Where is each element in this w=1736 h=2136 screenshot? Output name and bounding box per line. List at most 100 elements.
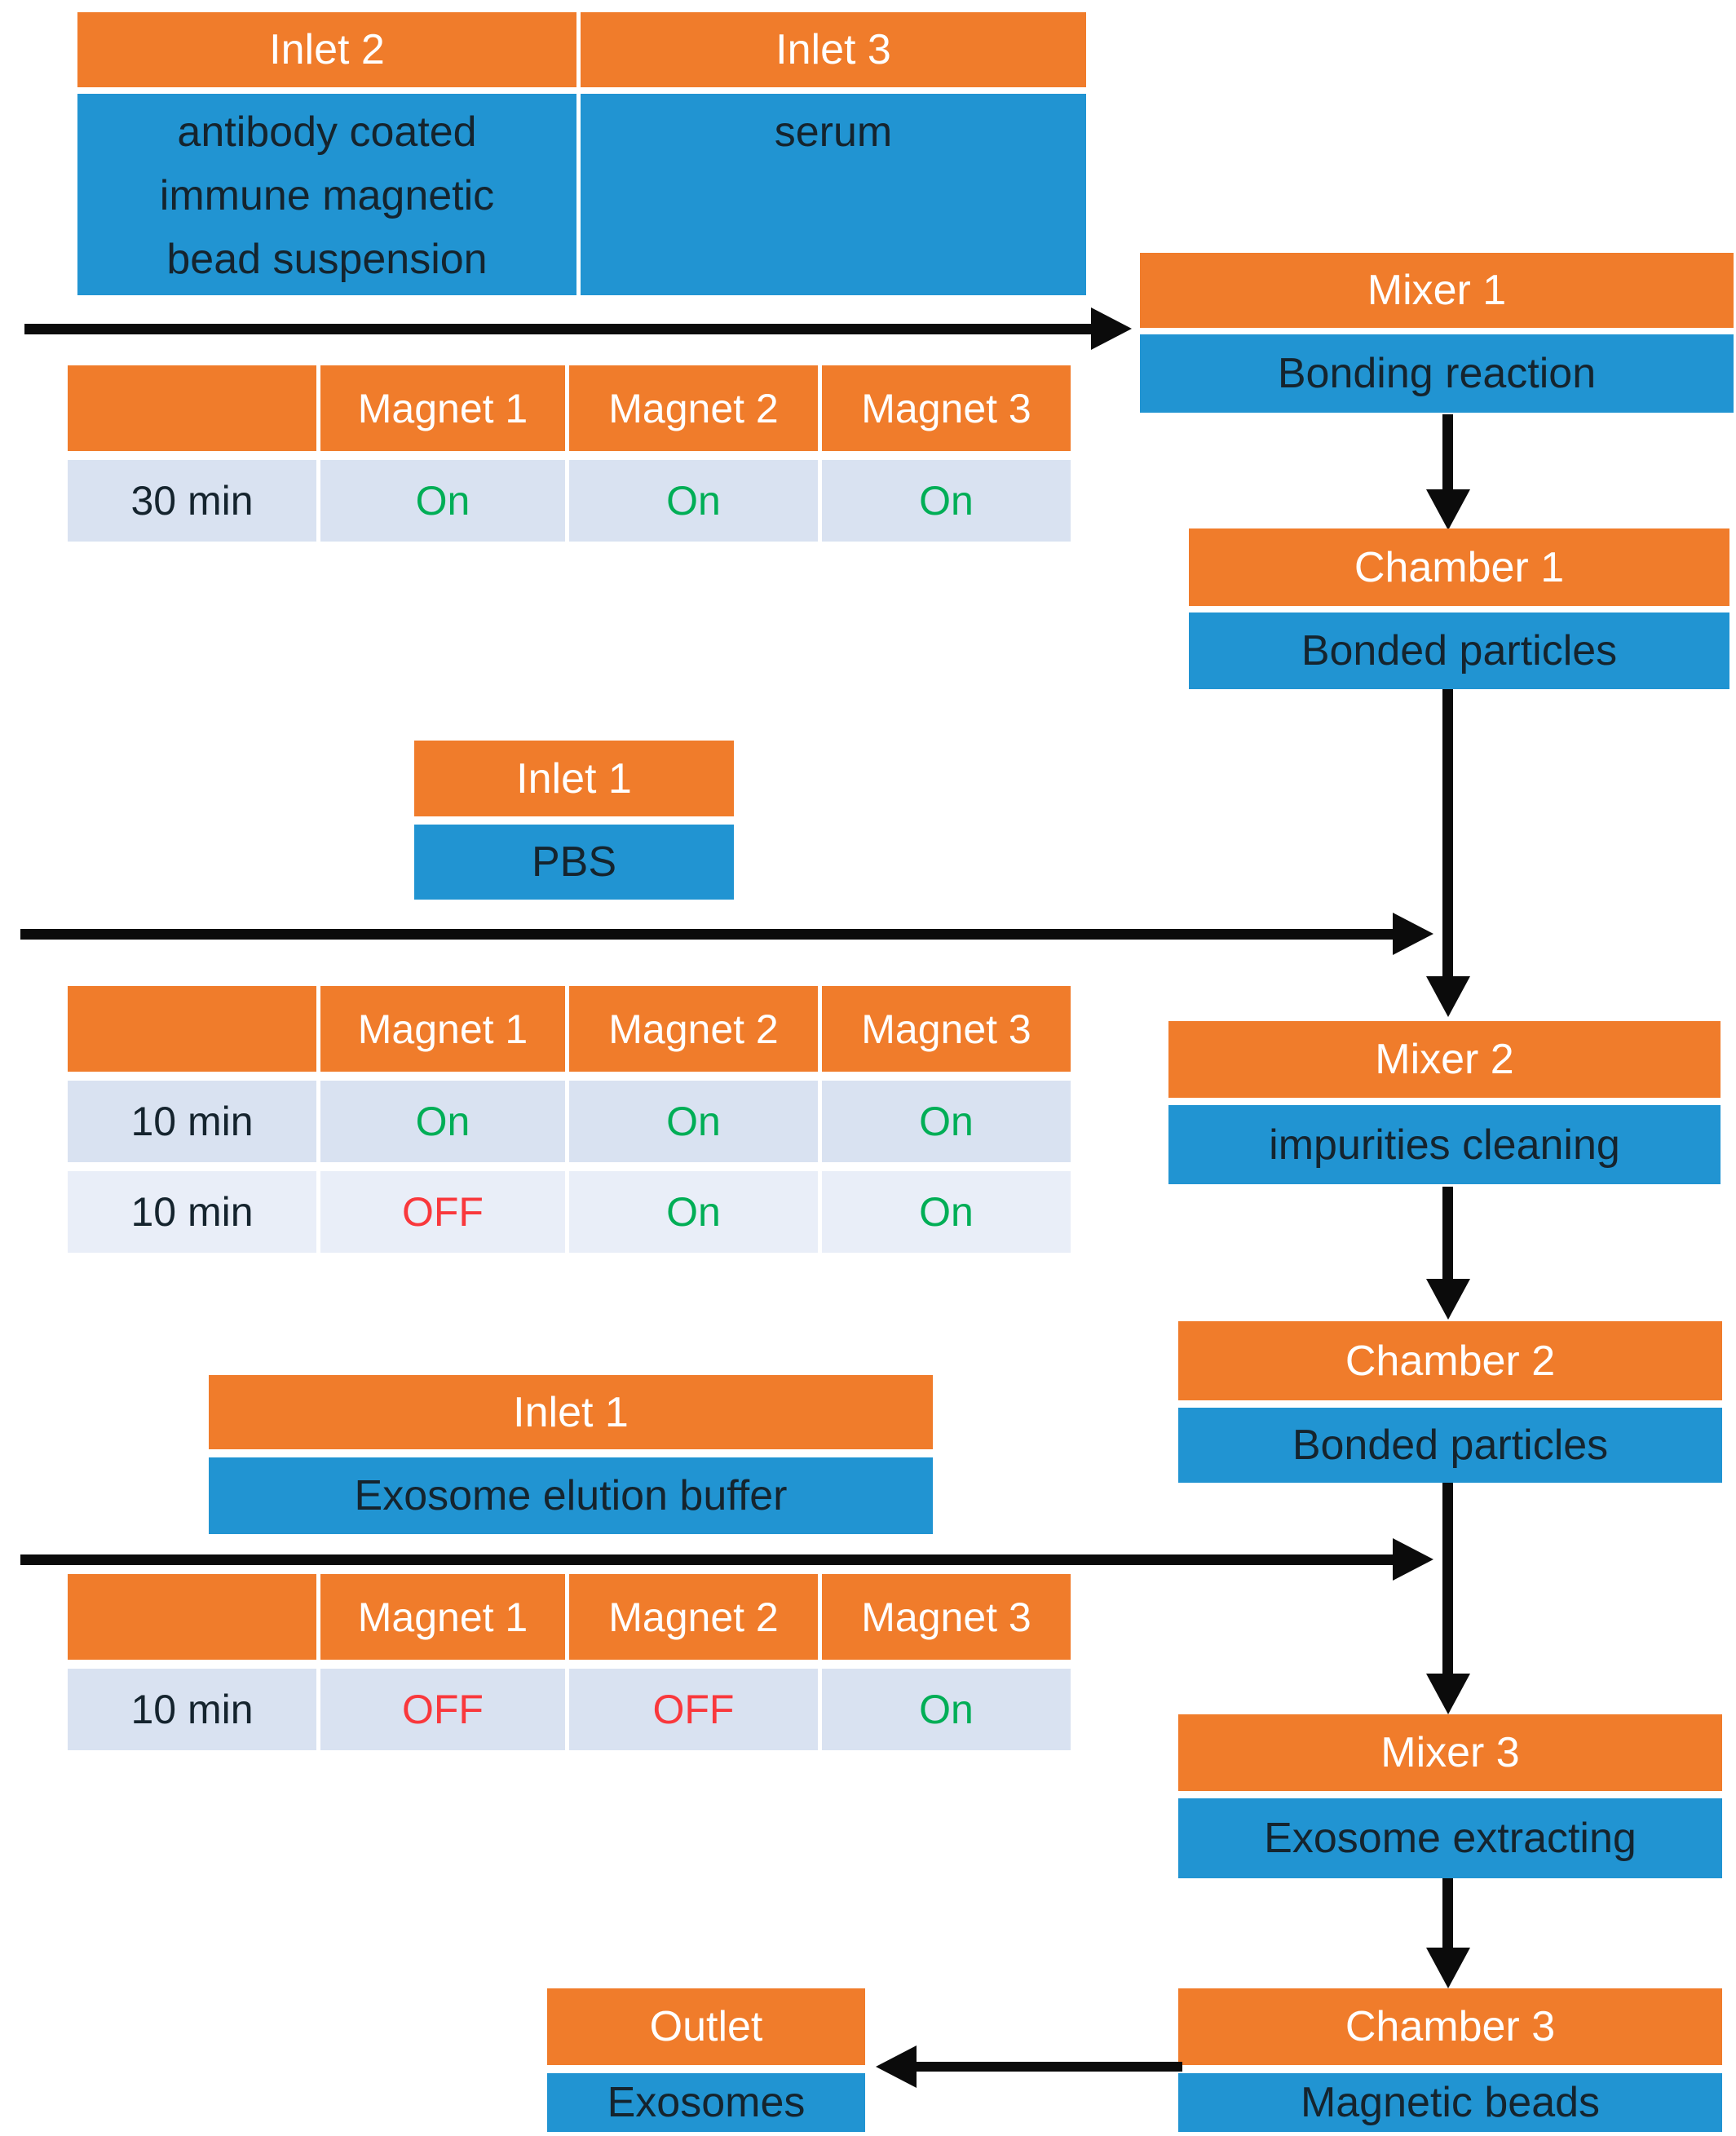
time-cell: 10 min — [68, 1669, 316, 1750]
inlet1-pbs-header: Inlet 1 — [414, 741, 734, 816]
mixer2-content-text: impurities cleaning — [1269, 1121, 1620, 1169]
arrow-mixer2-chamber2-head-icon — [1426, 1279, 1470, 1320]
inlet1-pbs-content: PBS — [414, 825, 734, 900]
arrow-chamber1-mixer2-head-icon — [1426, 976, 1470, 1017]
chamber3-content: Magnetic beads — [1178, 2073, 1722, 2132]
inlet2-content-line: immune magnetic — [159, 172, 495, 219]
chamber1-header: Chamber 1 — [1189, 528, 1729, 606]
magnet-table-3: Magnet 1 Magnet 2 Magnet 3 10 min OFF OF… — [68, 1574, 1071, 1750]
arrow-chamber2-mixer3-line — [1442, 1483, 1453, 1674]
inlet1-pbs-content-text: PBS — [531, 838, 617, 886]
table-header-cell: Magnet 1 — [320, 1574, 565, 1660]
arrow-mixer1-chamber1-head-icon — [1426, 489, 1470, 530]
inlet1-elution-content-text: Exosome elution buffer — [354, 1472, 788, 1519]
magnet-table-3-header-row: Magnet 1 Magnet 2 Magnet 3 — [68, 1574, 1071, 1660]
inlet3-content: serum — [581, 94, 1086, 295]
inlet1-elution-header: Inlet 1 — [209, 1375, 933, 1449]
magnet-state-cell: On — [822, 1171, 1071, 1253]
table-header-cell — [68, 365, 316, 451]
mixer3-header: Mixer 3 — [1178, 1714, 1722, 1791]
magnet-state-cell: OFF — [569, 1669, 818, 1750]
mixer2-content: impurities cleaning — [1168, 1105, 1721, 1184]
magnet-table-1-row: 30 min On On On — [68, 460, 1071, 542]
table-header-cell: Magnet 2 — [569, 1574, 818, 1660]
mixer2-title: Mixer 2 — [1375, 1036, 1514, 1083]
mixer3-content-text: Exosome extracting — [1264, 1815, 1637, 1862]
chamber3-title: Chamber 3 — [1345, 2003, 1556, 2050]
table-header-cell: Magnet 2 — [569, 986, 818, 1072]
arrow-mixer3-chamber3-head-icon — [1426, 1948, 1470, 1988]
flow-arrow-step3-head-icon — [1393, 1538, 1433, 1581]
chamber3-content-text: Magnetic beads — [1300, 2079, 1601, 2126]
outlet-header: Outlet — [547, 1988, 865, 2065]
mixer1-title: Mixer 1 — [1367, 267, 1507, 314]
magnet-table-1: Magnet 1 Magnet 2 Magnet 3 30 min On On … — [68, 365, 1071, 542]
flow-arrow-step3-line — [20, 1554, 1394, 1565]
chamber2-content-text: Bonded particles — [1292, 1422, 1609, 1469]
inlet3-header: Inlet 3 — [581, 12, 1086, 87]
magnet-table-2-row: 10 min On On On — [68, 1081, 1071, 1162]
magnet-state-cell: On — [320, 1081, 565, 1162]
magnet-table-1-header-row: Magnet 1 Magnet 2 Magnet 3 — [68, 365, 1071, 451]
magnet-table-2-header-row: Magnet 1 Magnet 2 Magnet 3 — [68, 986, 1071, 1072]
inlet2-title: Inlet 2 — [269, 26, 385, 73]
time-cell: 10 min — [68, 1081, 316, 1162]
mixer3-title: Mixer 3 — [1380, 1729, 1520, 1776]
arrow-mixer2-chamber2-line — [1442, 1187, 1453, 1280]
outlet-title: Outlet — [649, 2003, 763, 2050]
inlet2-header: Inlet 2 — [77, 12, 576, 87]
magnet-state-cell: On — [569, 1081, 818, 1162]
chamber2-content: Bonded particles — [1178, 1408, 1722, 1483]
inlet3-title: Inlet 3 — [775, 26, 891, 73]
chamber2-header: Chamber 2 — [1178, 1321, 1722, 1400]
flow-arrow-step2-head-icon — [1393, 913, 1433, 955]
inlet3-content-text: serum — [774, 108, 893, 156]
mixer2-header: Mixer 2 — [1168, 1021, 1721, 1098]
magnet-state-cell: On — [822, 1669, 1071, 1750]
mixer3-content: Exosome extracting — [1178, 1798, 1722, 1878]
inlet1-elution-title: Inlet 1 — [513, 1388, 629, 1436]
mixer1-content-text: Bonding reaction — [1277, 350, 1597, 397]
magnet-table-2-row: 10 min OFF On On — [68, 1171, 1071, 1253]
inlet1-elution-content: Exosome elution buffer — [209, 1457, 933, 1534]
table-header-cell: Magnet 3 — [822, 986, 1071, 1072]
mixer1-content: Bonding reaction — [1140, 334, 1734, 413]
magnet-state-cell: On — [569, 1171, 818, 1253]
inlet2-content: antibody coated immune magnetic bead sus… — [77, 94, 576, 295]
table-header-cell: Magnet 2 — [569, 365, 818, 451]
time-cell: 30 min — [68, 460, 316, 542]
mixer1-header: Mixer 1 — [1140, 253, 1734, 328]
magnet-table-3-row: 10 min OFF OFF On — [68, 1669, 1071, 1750]
flow-arrow-step2-line — [20, 929, 1394, 940]
table-header-cell — [68, 1574, 316, 1660]
chamber1-title: Chamber 1 — [1354, 543, 1565, 591]
magnet-state-cell: On — [569, 460, 818, 542]
magnet-state-cell: On — [320, 460, 565, 542]
arrow-mixer3-chamber3-line — [1442, 1878, 1453, 1950]
chamber3-header: Chamber 3 — [1178, 1988, 1722, 2065]
flow-arrow-step1-head-icon — [1091, 307, 1132, 350]
magnet-state-cell: On — [822, 460, 1071, 542]
magnet-state-cell: OFF — [320, 1171, 565, 1253]
arrow-chamber3-outlet-head-icon — [876, 2045, 917, 2088]
magnet-state-cell: On — [822, 1081, 1071, 1162]
inlet2-content-line: bead suspension — [166, 236, 488, 283]
table-header-cell: Magnet 3 — [822, 1574, 1071, 1660]
flow-arrow-step1-line — [24, 324, 1091, 334]
inlet1-pbs-title: Inlet 1 — [516, 754, 632, 803]
table-header-cell — [68, 986, 316, 1072]
inlet2-content-line: antibody coated — [177, 108, 477, 156]
chamber2-title: Chamber 2 — [1345, 1337, 1556, 1385]
outlet-content-text: Exosomes — [607, 2079, 806, 2126]
table-header-cell: Magnet 1 — [320, 365, 565, 451]
magnet-state-cell: OFF — [320, 1669, 565, 1750]
chamber1-content: Bonded particles — [1189, 612, 1729, 689]
arrow-chamber2-mixer3-head-icon — [1426, 1674, 1470, 1714]
arrow-chamber3-outlet-line — [915, 2062, 1182, 2072]
table-header-cell: Magnet 1 — [320, 986, 565, 1072]
table-header-cell: Magnet 3 — [822, 365, 1071, 451]
arrow-chamber1-mixer2-line — [1442, 689, 1453, 976]
outlet-content: Exosomes — [547, 2073, 865, 2132]
time-cell: 10 min — [68, 1171, 316, 1253]
